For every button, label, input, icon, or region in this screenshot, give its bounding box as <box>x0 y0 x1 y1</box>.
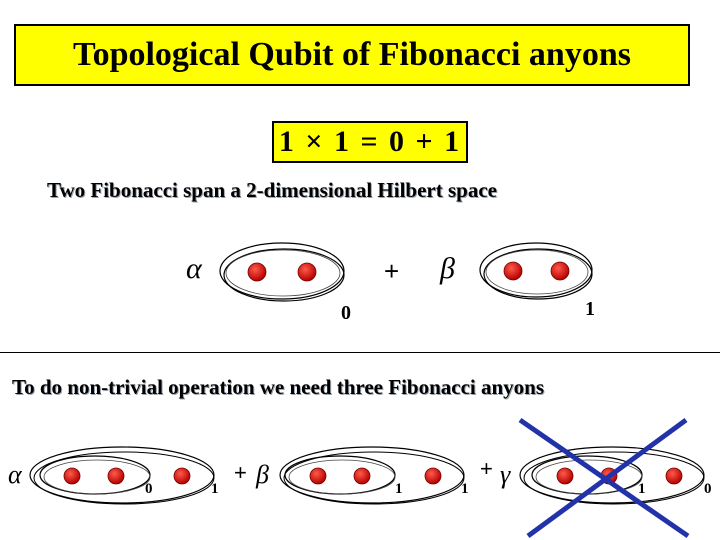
channel-label-0: 0 <box>341 302 351 324</box>
coefficient-alpha: α <box>186 252 202 285</box>
fusion-ellipse <box>483 248 593 300</box>
anyon-dot <box>63 467 81 485</box>
three-anyon-state-beta <box>279 446 465 505</box>
anyon-dot <box>503 261 523 281</box>
fusion-rule: 1 × 1 = 0 + 1 <box>278 125 462 158</box>
outer-channel-label: 1 <box>461 481 469 497</box>
caption-two-anyons: Two Fibonacci span a 2-dimensional Hilbe… <box>47 178 497 202</box>
anyon-dot <box>665 467 683 485</box>
anyon-dot <box>550 261 570 281</box>
title-box: Topological Qubit of Fibonacci anyons <box>14 24 690 86</box>
inner-channel-label: 0 <box>145 481 153 497</box>
caption-three-anyons: To do non-trivial operation we need thre… <box>12 375 545 399</box>
outer-channel-label: 0 <box>704 481 712 497</box>
fusion-ellipse <box>225 249 341 297</box>
anyon-dot <box>173 467 191 485</box>
fusion-rule-box: 1 × 1 = 0 + 1 <box>272 121 468 163</box>
outer-fusion-ellipse <box>279 446 465 504</box>
inner-fusion-ellipse <box>288 459 396 495</box>
three-anyon-state-alpha <box>29 446 215 505</box>
channel-label-1: 1 <box>585 298 595 320</box>
plus-sign: + <box>234 460 247 485</box>
coefficient-beta: β <box>440 252 455 285</box>
page-title: Topological Qubit of Fibonacci anyons <box>73 36 631 73</box>
outer-fusion-ellipse <box>523 451 705 505</box>
coefficient-beta: β <box>256 460 269 489</box>
outer-fusion-ellipse <box>519 446 705 504</box>
outer-fusion-ellipse <box>29 446 215 504</box>
cross-out-mark <box>518 417 690 539</box>
two-anyon-state-0 <box>219 242 345 302</box>
outer-fusion-ellipse <box>33 451 215 505</box>
inner-channel-label: 1 <box>395 481 403 497</box>
outer-fusion-ellipse <box>283 451 465 505</box>
anyon-dot <box>424 467 442 485</box>
anyon-dot <box>107 467 125 485</box>
anyon-dot <box>247 262 267 282</box>
anyon-dot <box>297 262 317 282</box>
plus-sign: + <box>384 256 400 286</box>
anyon-dot <box>556 467 574 485</box>
two-anyon-state-1 <box>479 242 593 300</box>
coefficient-alpha: α <box>8 460 22 489</box>
plus-sign: + <box>480 456 493 481</box>
fusion-ellipse <box>223 248 345 302</box>
inner-channel-label: 1 <box>638 481 646 497</box>
anyon-dot <box>353 467 371 485</box>
fusion-ellipse <box>479 242 593 298</box>
fusion-ellipse <box>485 249 589 295</box>
coefficient-gamma: γ <box>500 460 511 489</box>
inner-fusion-ellipse <box>43 459 151 495</box>
fusion-ellipse <box>219 242 345 300</box>
section-divider <box>0 352 720 353</box>
outer-channel-label: 1 <box>211 481 219 497</box>
anyon-dot <box>309 467 327 485</box>
